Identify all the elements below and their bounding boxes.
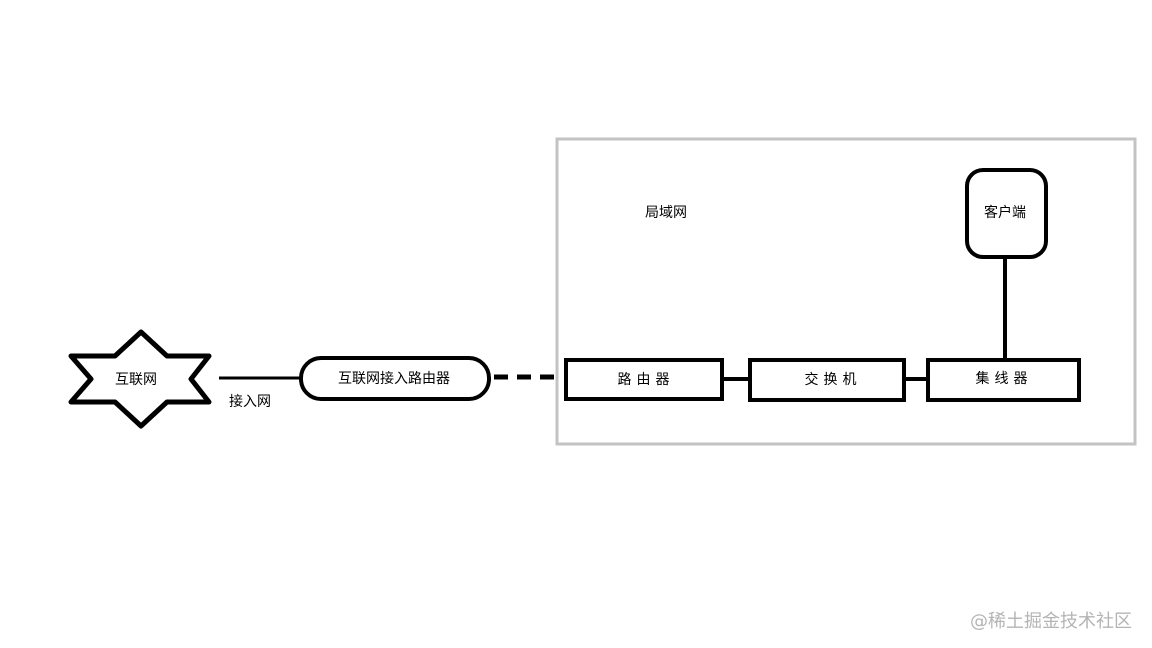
lan-boundary [555, 137, 1137, 446]
client-label: 客户端 [984, 205, 1026, 221]
hub-box [926, 358, 1081, 402]
access-router-label: 互联网接入路由器 [338, 371, 450, 387]
access-router-box [299, 356, 491, 401]
client-box [965, 168, 1048, 259]
lan-label: 局域网 [645, 205, 687, 221]
router-label: 路由器 [617, 372, 675, 388]
internet-label: 互联网 [115, 372, 157, 388]
internet-star-shape [68, 329, 212, 429]
hub-label: 集线器 [975, 371, 1033, 387]
access-network-label: 接入网 [229, 394, 271, 410]
switch-label: 交换机 [804, 372, 862, 388]
watermark: @稀土掘金技术社区 [970, 611, 1132, 632]
